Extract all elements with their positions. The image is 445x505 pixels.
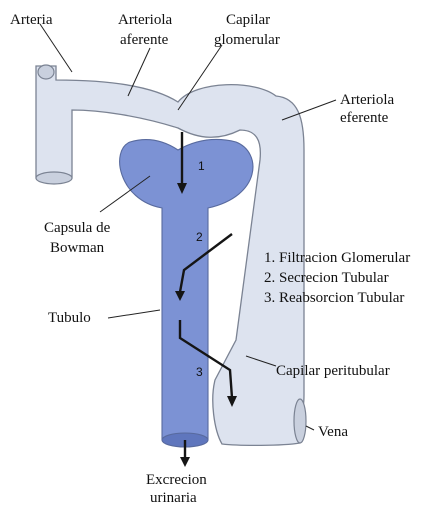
label-tubulo: Tubulo bbox=[48, 310, 91, 326]
label-capilar-peritubular: Capilar peritubular bbox=[276, 363, 390, 379]
excretion-arrowhead bbox=[180, 457, 190, 467]
leader-tubulo bbox=[108, 310, 160, 318]
label-capilar-glomerular-2: glomerular bbox=[214, 32, 280, 48]
label-arteriola-eferente-2: eferente bbox=[340, 110, 389, 126]
label-excrecion-2: urinaria bbox=[150, 490, 197, 505]
legend-item-2: 2. Secrecion Tubular bbox=[264, 270, 389, 286]
vena-opening bbox=[294, 399, 306, 443]
leader-vena bbox=[306, 426, 314, 430]
label-capsula-2: Bowman bbox=[50, 240, 105, 256]
marker-1: 1 bbox=[198, 159, 205, 173]
arteria-top-opening bbox=[38, 65, 54, 79]
label-arteriola-eferente-1: Arteriola bbox=[340, 92, 394, 108]
label-vena: Vena bbox=[318, 424, 348, 440]
label-capsula-1: Capsula de bbox=[44, 220, 111, 236]
label-arteriola-aferente-2: aferente bbox=[120, 32, 169, 48]
legend-item-3: 3. Reabsorcion Tubular bbox=[264, 290, 404, 306]
arteria-opening bbox=[36, 172, 72, 184]
label-capilar-glomerular-1: Capilar bbox=[226, 12, 270, 28]
legend-item-1: 1. Filtracion Glomerular bbox=[264, 250, 410, 266]
marker-3: 3 bbox=[196, 365, 203, 379]
label-arteria: Arteria bbox=[10, 12, 53, 28]
marker-2: 2 bbox=[196, 230, 203, 244]
label-arteriola-aferente-1: Arteriola bbox=[118, 12, 172, 28]
label-excrecion-1: Excrecion bbox=[146, 472, 207, 488]
